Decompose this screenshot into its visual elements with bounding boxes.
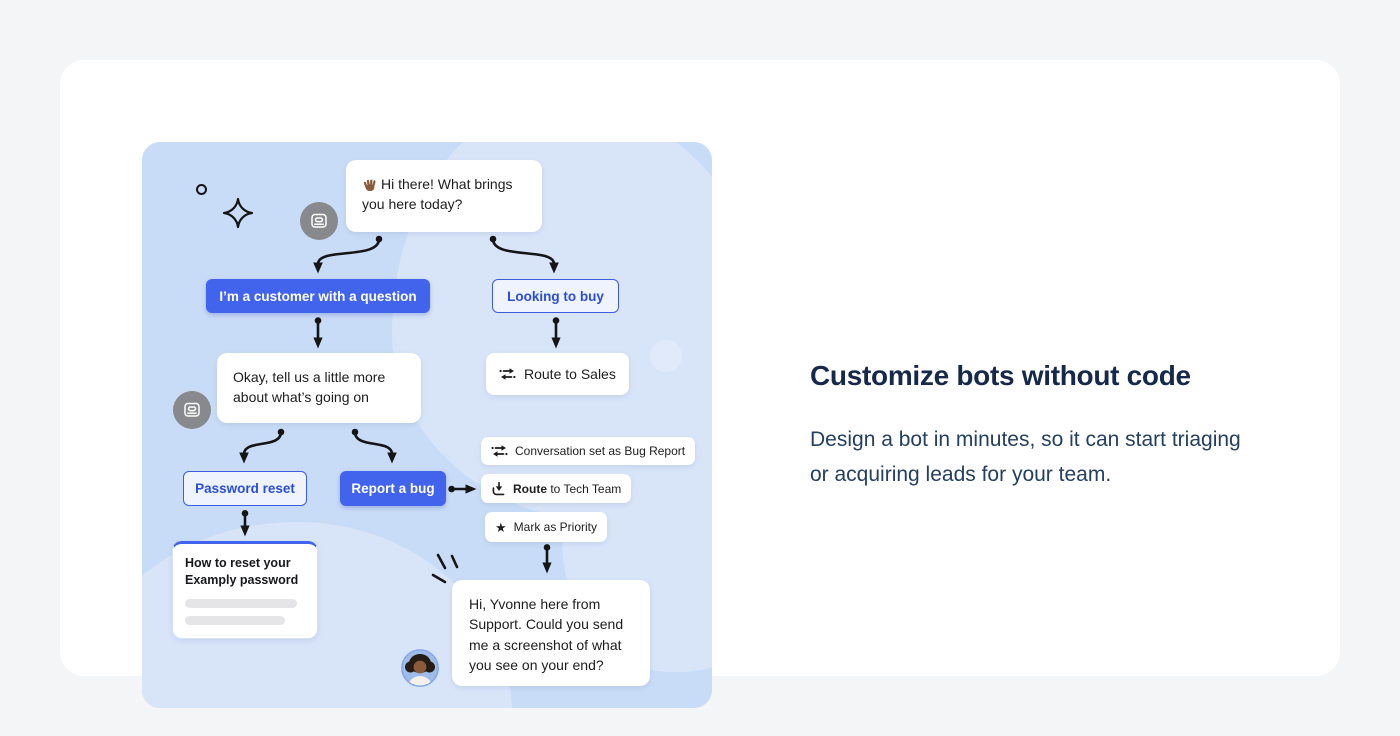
bot-avatar	[173, 391, 211, 429]
background-dot-blob	[650, 340, 682, 372]
connector-arrow	[551, 317, 561, 349]
sparkle-icon	[222, 197, 254, 229]
connector-arrow	[313, 235, 383, 274]
text-placeholder-bar	[185, 598, 297, 608]
connector-arrow	[448, 484, 477, 494]
bot-icon	[184, 402, 200, 417]
route-to-sales-label: Route to Sales	[524, 366, 616, 382]
bot-message-greeting: Hi there! What brings you here today?	[346, 160, 542, 232]
connector-arrow	[489, 235, 559, 274]
copy-column: Customize bots without code Design a bot…	[810, 360, 1270, 492]
article-card-password-reset: How to reset your Examply password	[172, 541, 318, 639]
bot-avatar	[300, 202, 338, 240]
reply-button-customer: I’m a customer with a question	[206, 279, 430, 313]
content-card: Hi there! What brings you here today? I’…	[60, 60, 1340, 708]
connector-arrow	[313, 317, 323, 349]
action-route-bold: Route	[513, 481, 547, 496]
reply-button-customer-label: I’m a customer with a question	[219, 288, 417, 304]
reply-button-password-label: Password reset	[195, 481, 295, 496]
emphasis-marks	[431, 553, 459, 584]
connector-arrow	[351, 428, 397, 464]
bot-message-followup: Okay, tell us a little more about what’s…	[217, 353, 421, 423]
article-title: How to reset your Examply password	[185, 556, 299, 587]
section-heading: Customize bots without code	[810, 360, 1191, 391]
connector-arrow	[240, 510, 250, 537]
route-down-icon	[492, 481, 505, 496]
connector-arrow	[542, 544, 552, 574]
reply-button-password-reset: Password reset	[183, 471, 307, 506]
reply-button-bug-label: Report a bug	[351, 481, 435, 496]
action-priority-label: Mark as Priority	[513, 520, 597, 534]
action-card-priority: ★ Mark as Priority	[485, 512, 607, 542]
action-route-label: Route to Tech Team	[513, 482, 621, 496]
bot-flow-illustration: Hi there! What brings you here today? I’…	[142, 142, 712, 708]
action-bug-report-label: Conversation set as Bug Report	[515, 444, 686, 458]
reply-button-report-bug: Report a bug	[340, 471, 446, 506]
support-message-text: Hi, Yvonne here from Support. Could you …	[469, 596, 624, 673]
swap-arrows-icon	[499, 368, 516, 380]
action-route-rest: to Tech Team	[547, 481, 622, 496]
support-agent-avatar	[401, 649, 439, 687]
swap-arrows-icon	[491, 445, 508, 457]
action-card-bug-report: Conversation set as Bug Report	[481, 437, 696, 465]
bot-icon	[311, 213, 327, 228]
text-placeholder-bar	[185, 615, 285, 625]
circle-doodle	[196, 184, 207, 195]
action-card-route-tech: Route to Tech Team	[481, 474, 632, 503]
reply-button-buy: Looking to buy	[492, 279, 619, 313]
section-body: Design a bot in minutes, so it can start…	[810, 428, 1241, 486]
support-message: Hi, Yvonne here from Support. Could you …	[452, 580, 650, 686]
route-to-sales-card: Route to Sales	[486, 353, 629, 395]
star-icon: ★	[495, 519, 507, 535]
wave-emoji-icon	[363, 179, 376, 192]
greeting-text: Hi there! What brings you here today?	[362, 176, 513, 213]
reply-button-buy-label: Looking to buy	[507, 288, 604, 304]
connector-arrow	[239, 428, 285, 464]
followup-text: Okay, tell us a little more about what’s…	[233, 369, 386, 406]
